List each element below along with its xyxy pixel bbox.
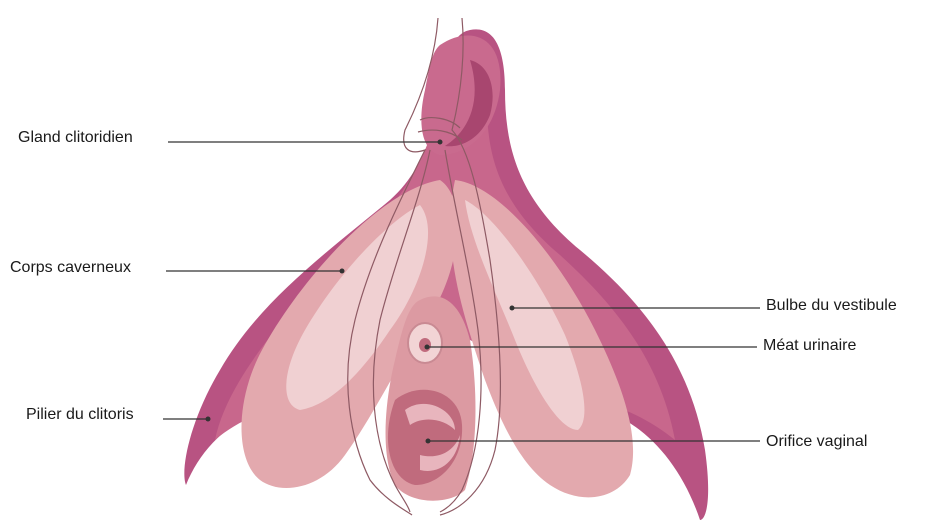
label-meat-urinaire: Méat urinaire — [763, 337, 856, 355]
dot-meat — [425, 345, 430, 350]
label-bulbe-du-vestibule: Bulbe du vestibule — [766, 297, 897, 315]
dot-bulbe — [510, 306, 515, 311]
dot-pilier — [206, 417, 211, 422]
dot-corps — [340, 269, 345, 274]
dot-gland — [438, 140, 443, 145]
label-pilier-du-clitoris: Pilier du clitoris — [26, 406, 134, 424]
label-corps-caverneux: Corps caverneux — [10, 259, 131, 277]
dot-orifice — [426, 439, 431, 444]
label-orifice-vaginal: Orifice vaginal — [766, 433, 867, 451]
label-gland-clitoridien: Gland clitoridien — [18, 129, 133, 147]
urinary-meatus-center — [419, 338, 431, 352]
